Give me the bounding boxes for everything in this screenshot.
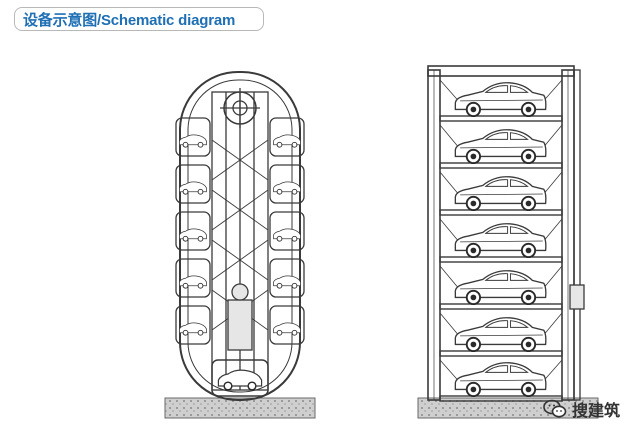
wechat-icon (543, 399, 567, 418)
rotary-left-cradles (175, 117, 211, 345)
drive-motor (227, 299, 253, 351)
title-box: 设备示意图/Schematic diagram (14, 7, 264, 31)
tower-decks (439, 115, 563, 402)
tower-lift-rail (573, 69, 581, 401)
entry-cradle (211, 359, 269, 397)
tower-cars (454, 81, 547, 398)
watermark: 搜建筑 (543, 397, 620, 421)
diagram-title: 设备示意图/Schematic diagram (23, 11, 236, 29)
rotary-right-cradles (269, 117, 305, 345)
tower-top-beam (427, 65, 575, 77)
watermark-text: 搜建筑 (572, 401, 621, 420)
rotary-parking-figure (164, 71, 316, 419)
rotary-cross-braces (211, 139, 269, 331)
left-foundation (164, 397, 316, 419)
